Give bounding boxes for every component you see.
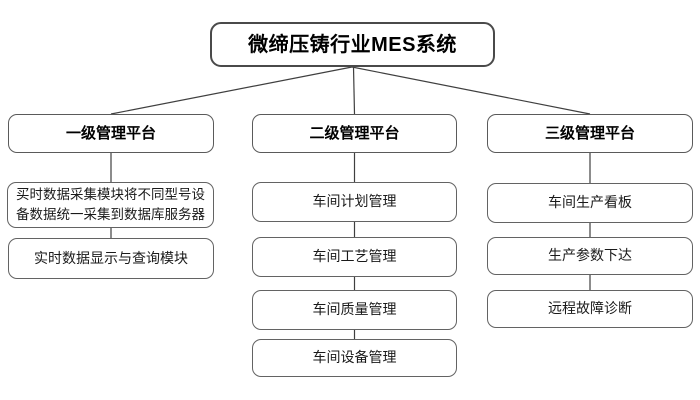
root-node-mes-system: 微缔压铸行业MES系统 xyxy=(210,22,495,67)
leaf-node-production-parameter-dispatch: 生产参数下达 xyxy=(487,237,693,275)
platform-node-level1: 一级管理平台 xyxy=(8,114,214,153)
leaf-node-workshop-equipment-mgmt: 车间设备管理 xyxy=(252,339,457,377)
leaf-node-workshop-process-mgmt: 车间工艺管理 xyxy=(252,237,457,277)
leaf-node-workshop-production-board: 车间生产看板 xyxy=(487,183,693,223)
connector-root-to-level3 xyxy=(351,66,591,115)
leaf-node-data-collection-module: 买时数据采集模块将不同型号设备数据统一采集到数据库服务器 xyxy=(7,182,214,228)
connector-root-to-level2 xyxy=(352,66,356,115)
leaf-node-remote-fault-diagnosis: 远程故障诊断 xyxy=(487,290,693,328)
platform-node-level2: 二级管理平台 xyxy=(252,114,457,153)
leaf-node-workshop-quality-mgmt: 车间质量管理 xyxy=(252,290,457,330)
leaf-node-workshop-plan-mgmt: 车间计划管理 xyxy=(252,182,457,222)
connector-root-to-level1 xyxy=(110,66,353,115)
leaf-node-realtime-display-query-module: 实时数据显示与查询模块 xyxy=(8,238,214,279)
platform-node-level3: 三级管理平台 xyxy=(487,114,693,153)
